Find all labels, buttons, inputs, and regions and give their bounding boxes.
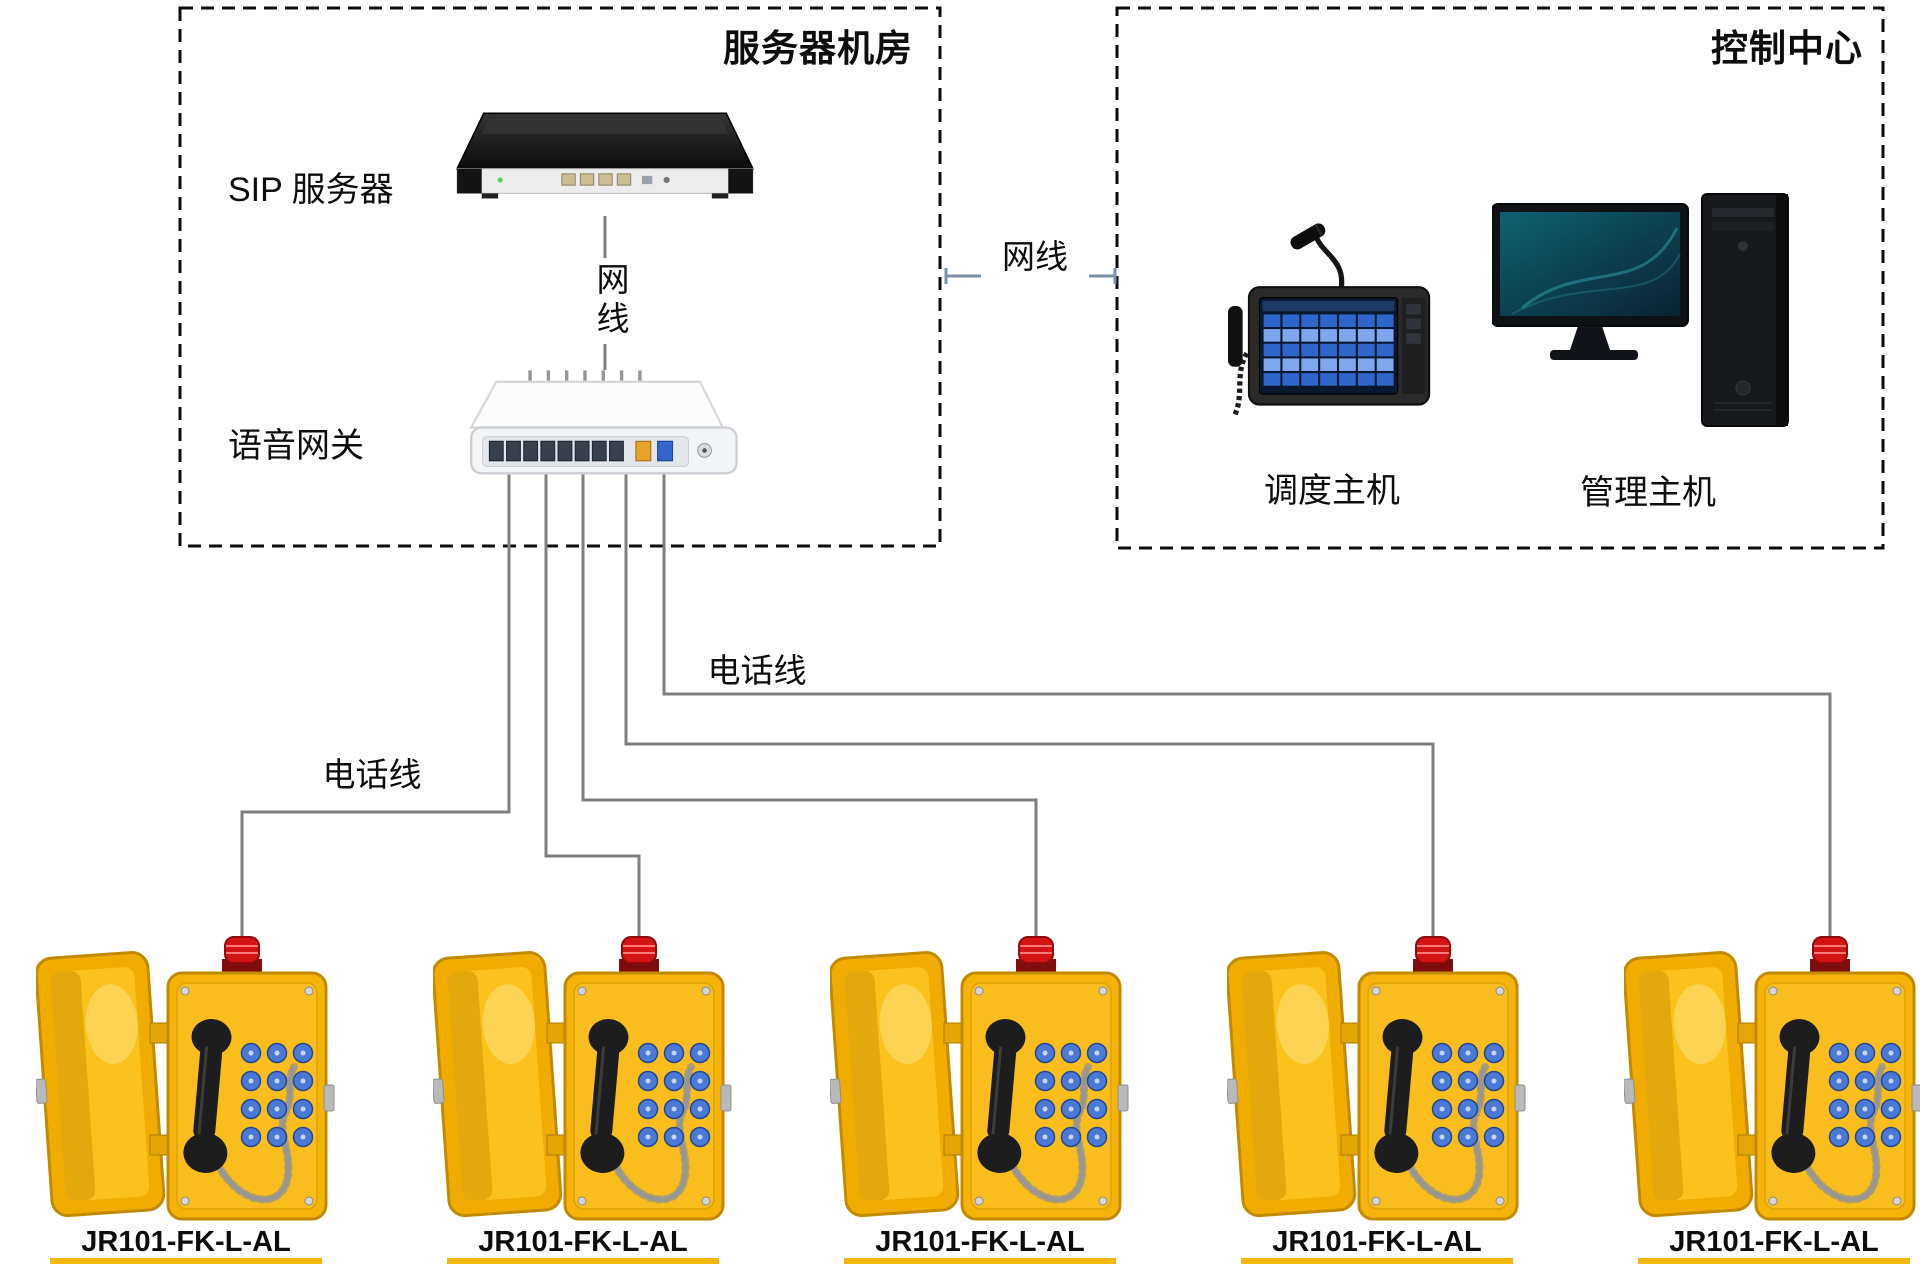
phone-line-label-right: 电话线 <box>688 644 826 692</box>
emergency-phone-3: JR101-FK-L-AL <box>830 935 1130 1264</box>
control-center-box <box>1115 6 1885 550</box>
phone-cutoff-strip <box>1638 1258 1910 1264</box>
phone-model-label: JR101-FK-L-AL <box>1227 1227 1527 1257</box>
network-cable-vertical-label: 网线 <box>586 258 634 344</box>
emergency-phone-4: JR101-FK-L-AL <box>1227 935 1527 1264</box>
control-center-title: 控制中心 <box>1711 28 1863 69</box>
sip-server-label: SIP 服务器 <box>228 171 394 209</box>
server-room-box <box>178 6 942 548</box>
cable-to-phone-3 <box>581 460 1038 940</box>
cable-to-phone-4 <box>624 460 1435 940</box>
server-room-title: 服务器机房 <box>723 28 913 69</box>
phone-model-label: JR101-FK-L-AL <box>830 1227 1130 1257</box>
voice-gateway-image <box>462 368 748 494</box>
phone-cables <box>240 460 1832 940</box>
dispatch-console-label: 调度主机 <box>1264 472 1400 510</box>
emergency-phone-image <box>1624 935 1920 1225</box>
emergency-phone-5: JR101-FK-L-AL <box>1624 935 1920 1264</box>
phone-cutoff-strip <box>50 1258 322 1264</box>
cable-to-phone-1 <box>240 460 511 940</box>
emergency-phone-1: JR101-FK-L-AL <box>36 935 336 1264</box>
management-pc-label: 管理主机 <box>1580 474 1716 512</box>
phone-cutoff-strip <box>447 1258 719 1264</box>
emergency-phone-2: JR101-FK-L-AL <box>433 935 733 1264</box>
phone-cutoff-strip <box>844 1258 1116 1264</box>
emergency-phone-image <box>830 935 1130 1225</box>
sip-server-image <box>440 105 770 218</box>
dispatch-console-image <box>1228 222 1448 432</box>
network-cable-link-label: 网线 <box>981 230 1089 278</box>
phone-model-label: JR101-FK-L-AL <box>36 1227 336 1257</box>
emergency-phone-image <box>433 935 733 1225</box>
phone-line-label-left: 电话线 <box>303 748 441 796</box>
voice-gateway-label: 语音网关 <box>228 427 364 465</box>
cable-to-phone-2 <box>544 460 641 940</box>
cable-to-phone-5 <box>662 460 1832 940</box>
phone-model-label: JR101-FK-L-AL <box>1624 1227 1920 1257</box>
emergency-phone-image <box>36 935 336 1225</box>
management-pc-image <box>1492 188 1812 438</box>
phone-model-label: JR101-FK-L-AL <box>433 1227 733 1257</box>
emergency-phone-image <box>1227 935 1527 1225</box>
phone-cutoff-strip <box>1241 1258 1513 1264</box>
